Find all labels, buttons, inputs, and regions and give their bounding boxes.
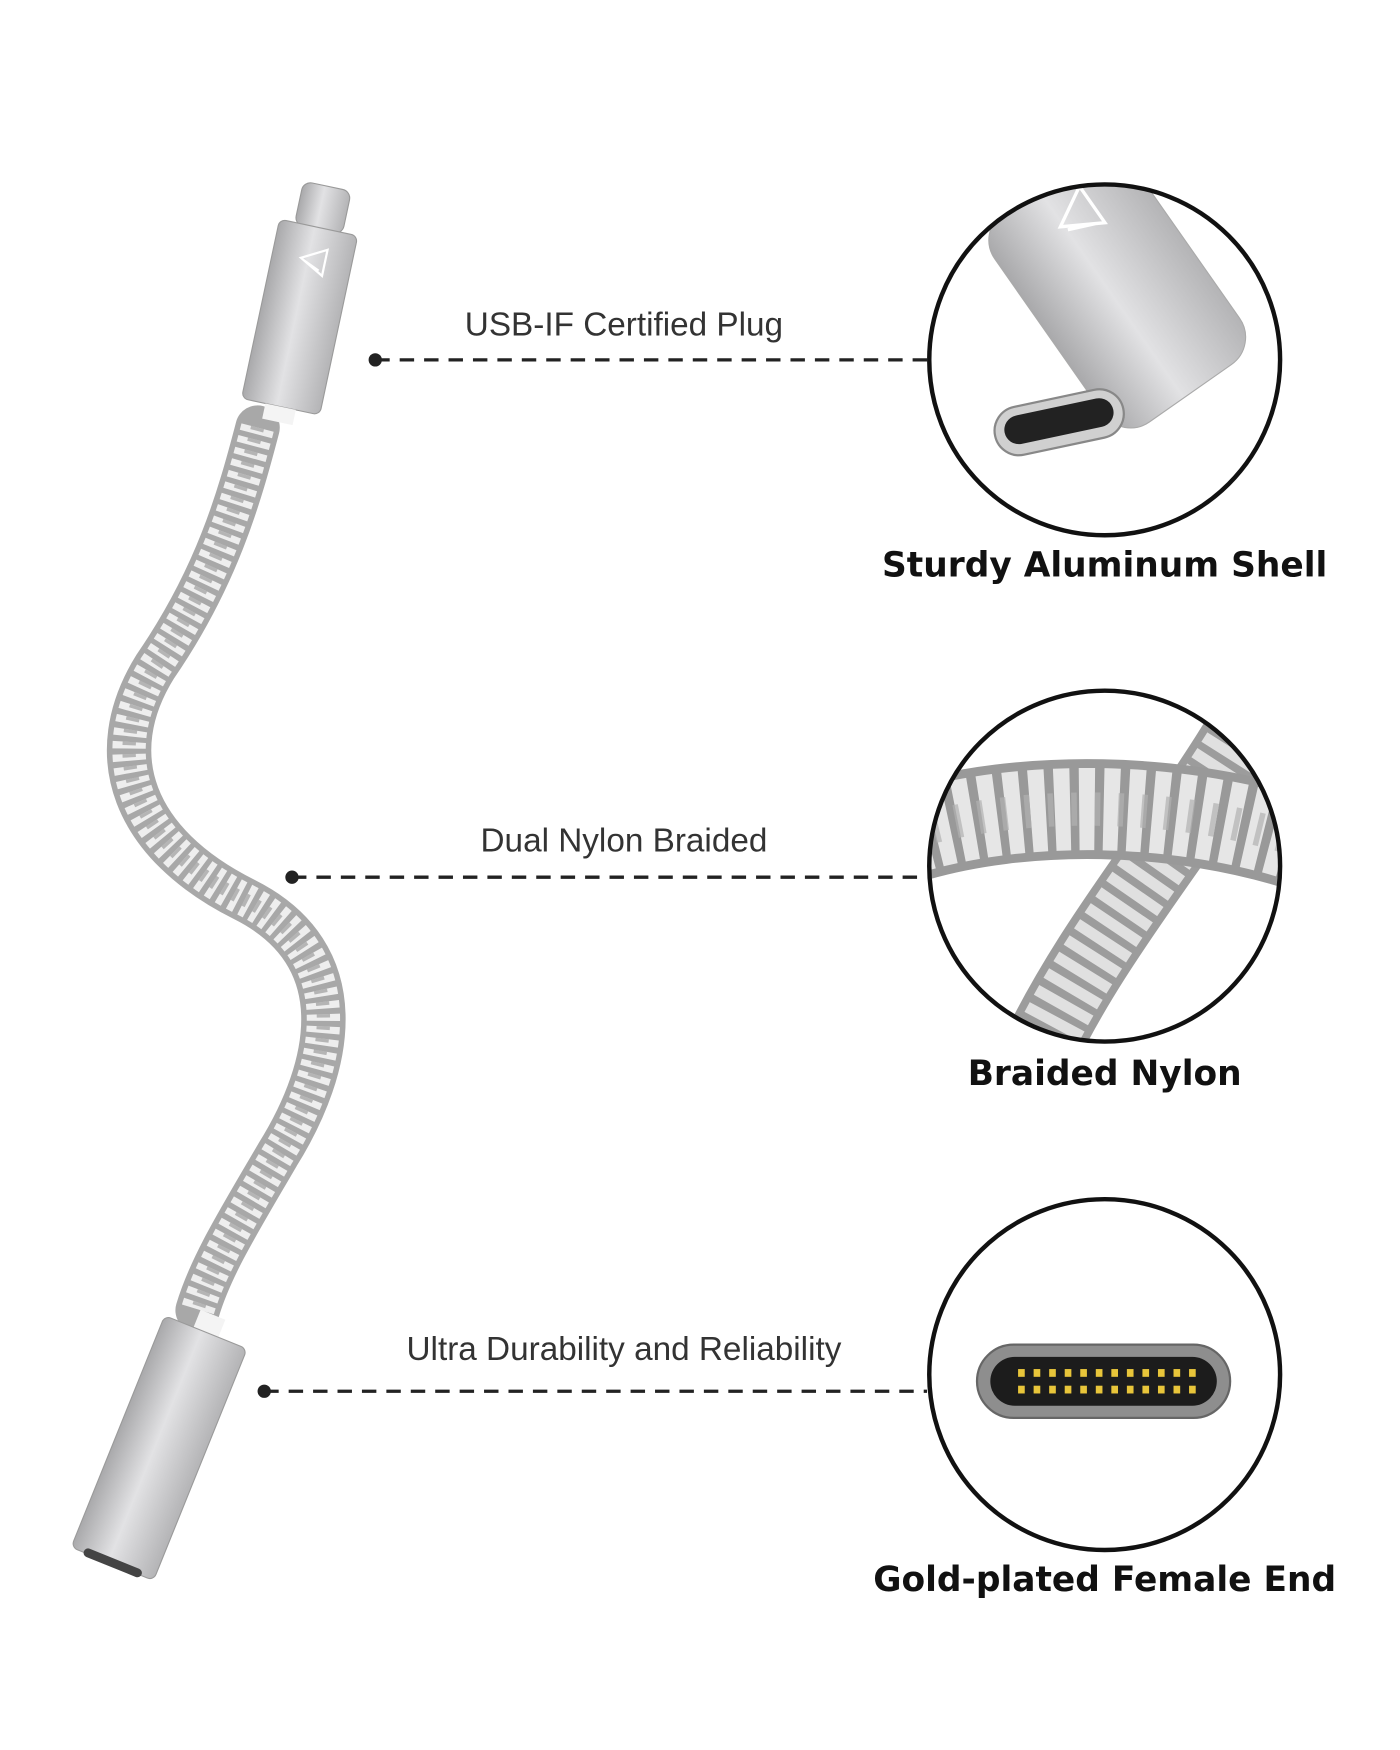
feature-label-durability: Ultra Durability and Reliability bbox=[407, 1331, 842, 1368]
adapter-cable bbox=[72, 182, 358, 1580]
gold-pin bbox=[1189, 1385, 1196, 1394]
gold-pin bbox=[1033, 1385, 1041, 1394]
gold-pin bbox=[1142, 1369, 1150, 1377]
callout-usb-plug: USB-IF Certified Plug bbox=[368, 306, 928, 367]
gold-pin bbox=[1033, 1369, 1041, 1377]
usb-c-female-end bbox=[72, 1309, 246, 1580]
caption-female-end: Gold-plated Female End bbox=[873, 1560, 1336, 1600]
gold-pin bbox=[1142, 1385, 1150, 1394]
gold-pin bbox=[1064, 1369, 1072, 1377]
gold-pin bbox=[1173, 1385, 1181, 1394]
gold-pin bbox=[1173, 1369, 1181, 1377]
gold-pin bbox=[1111, 1385, 1119, 1394]
detail-female-end: Gold-plated Female End bbox=[873, 1196, 1336, 1600]
gold-pin bbox=[1126, 1385, 1134, 1394]
gold-pin bbox=[1080, 1385, 1087, 1394]
gold-pin bbox=[1049, 1369, 1056, 1377]
gold-pin bbox=[1018, 1385, 1025, 1394]
feature-label-braided: Dual Nylon Braided bbox=[481, 823, 768, 860]
caption-braided-nylon: Braided Nylon bbox=[968, 1054, 1242, 1094]
gold-pin bbox=[1189, 1369, 1196, 1377]
detail-aluminum-shell: Sturdy Aluminum Shell bbox=[882, 182, 1327, 585]
feature-label-plug: USB-IF Certified Plug bbox=[465, 306, 783, 343]
gold-pin bbox=[1018, 1369, 1025, 1377]
callout-braided: Dual Nylon Braided bbox=[285, 823, 928, 884]
gold-pin bbox=[1064, 1385, 1072, 1394]
gold-pins bbox=[1018, 1369, 1196, 1394]
gold-pin bbox=[1080, 1369, 1087, 1377]
gold-pin bbox=[1049, 1385, 1056, 1394]
usb-c-plug bbox=[242, 182, 358, 426]
gold-pin bbox=[1126, 1369, 1134, 1377]
gold-pin bbox=[1111, 1369, 1119, 1377]
gold-pin bbox=[1095, 1369, 1103, 1377]
gold-pin bbox=[1157, 1385, 1165, 1394]
gold-pin bbox=[1157, 1369, 1165, 1377]
brand-logo-icon bbox=[1057, 184, 1108, 232]
callout-durability: Ultra Durability and Reliability bbox=[257, 1331, 928, 1398]
gold-pin bbox=[1095, 1385, 1103, 1394]
detail-braided-nylon: Braided Nylon bbox=[927, 688, 1283, 1094]
caption-aluminum-shell: Sturdy Aluminum Shell bbox=[882, 545, 1327, 585]
brand-logo-icon bbox=[298, 248, 330, 278]
